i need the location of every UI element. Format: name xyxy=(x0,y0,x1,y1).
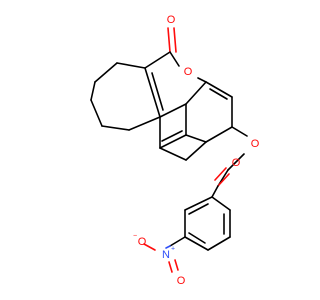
bond xyxy=(205,126,233,143)
bond xyxy=(161,130,183,142)
bond xyxy=(184,236,209,251)
bond xyxy=(159,147,187,161)
bond xyxy=(185,134,207,143)
atom-labels: O O O O N + O − O xyxy=(133,14,260,287)
oxygen-atom-ring: O xyxy=(184,66,193,78)
bond xyxy=(144,67,161,118)
oxygen-atom-nitro: O xyxy=(177,275,186,287)
bond xyxy=(197,77,207,83)
bonds xyxy=(90,27,248,273)
bond xyxy=(101,125,130,131)
bond xyxy=(151,72,164,111)
bond xyxy=(185,81,207,105)
bond xyxy=(205,81,233,98)
bond xyxy=(144,51,171,69)
bond xyxy=(174,259,179,271)
bond xyxy=(159,103,187,118)
bond xyxy=(217,173,230,187)
bond xyxy=(185,141,207,161)
bond xyxy=(184,196,213,211)
nitrogen-atom-nitro: N xyxy=(162,249,170,261)
bond xyxy=(169,236,186,247)
bond xyxy=(168,261,173,273)
bond xyxy=(169,51,180,67)
bond xyxy=(94,62,118,83)
bond xyxy=(128,116,161,131)
bond xyxy=(116,62,146,69)
nitrogen-charge: + xyxy=(171,246,175,253)
bond xyxy=(173,27,177,53)
bond xyxy=(231,126,248,137)
oxygen-atom-ketone: O xyxy=(232,157,241,169)
bond xyxy=(188,203,209,215)
bond xyxy=(214,167,227,181)
bond xyxy=(207,236,231,251)
bond xyxy=(143,243,156,251)
bond xyxy=(211,185,219,198)
bond xyxy=(209,88,228,100)
bond xyxy=(211,196,231,211)
bond xyxy=(159,134,187,149)
oxygen-minus-charge: − xyxy=(133,233,137,240)
bond xyxy=(90,81,96,101)
molecule-structure: O O O O N + O − O xyxy=(90,14,260,287)
bond xyxy=(167,27,171,53)
bond xyxy=(188,232,206,244)
bond xyxy=(165,245,171,249)
bond xyxy=(90,99,103,127)
bond xyxy=(227,153,245,171)
oxygen-atom-ether: O xyxy=(251,138,260,150)
oxygen-atom-nitro-minus: O xyxy=(138,236,147,248)
oxygen-atom-carbonyl: O xyxy=(167,14,176,26)
